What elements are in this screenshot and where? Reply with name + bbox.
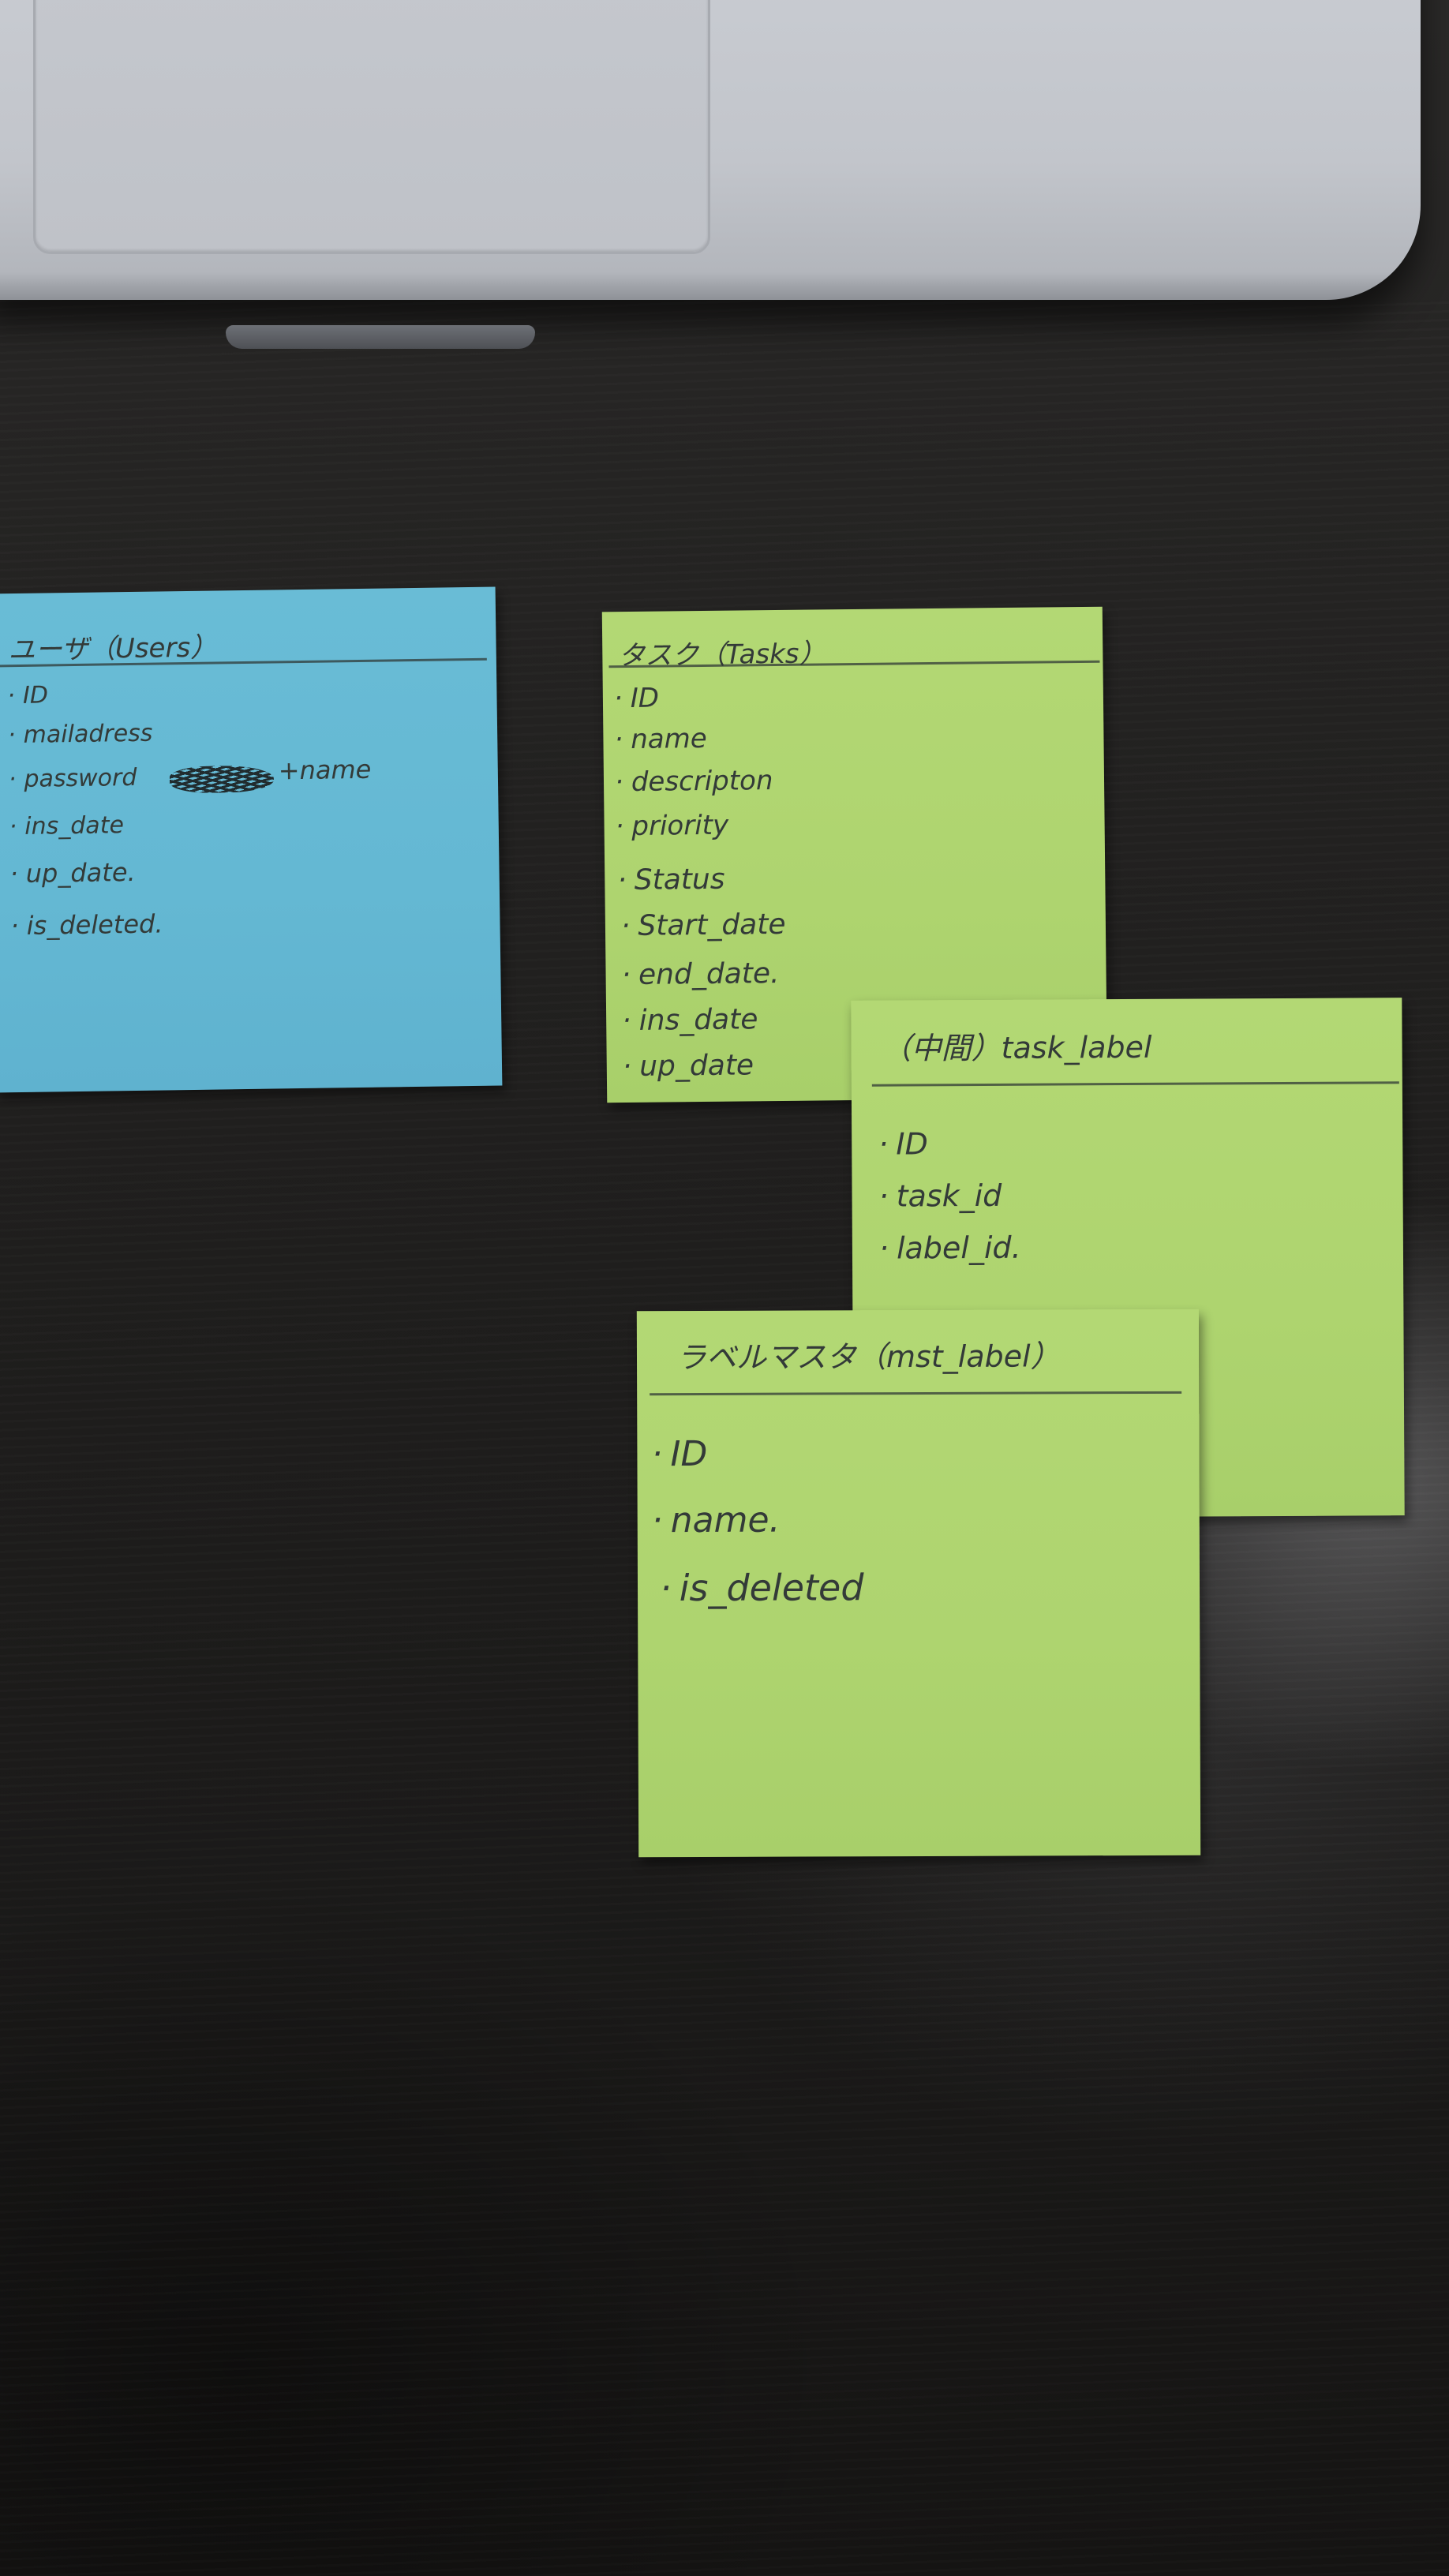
- task-label-field-label-id: ·label_id.: [878, 1230, 1021, 1266]
- users-field-id: ·ID: [7, 681, 49, 710]
- task-label-note-title: （中間）task_label: [881, 1029, 1152, 1066]
- users-field-ins-date: ·ins_date: [9, 811, 125, 841]
- users-scribbled-out-word: [169, 765, 275, 794]
- users-field-is-deleted: ·is_deleted.: [10, 908, 163, 942]
- laptop-lid-notch: [226, 325, 535, 349]
- users-field-mailadress: ·mailadress: [7, 719, 153, 750]
- task-label-note-divider: [871, 1081, 1399, 1087]
- label-master-note-title: ラベルマスタ（mst_label）: [676, 1339, 1061, 1376]
- label-master-field-is-deleted: ·is_deleted: [659, 1566, 864, 1610]
- users-field-password: ·password: [8, 763, 137, 794]
- label-master-sticky-note: ラベルマスタ（mst_label） ·ID ·name. ·is_deleted: [636, 1309, 1201, 1858]
- users-note-title: ユーザ（Users）: [8, 631, 218, 667]
- tasks-field-end-date: ·end_date.: [621, 957, 780, 992]
- label-master-note-divider: [650, 1391, 1182, 1396]
- tasks-field-up-date: ·up_date: [622, 1049, 754, 1084]
- label-master-field-id: ·ID: [651, 1433, 708, 1475]
- laptop-body: [0, 0, 1421, 300]
- laptop-trackpad: [33, 0, 710, 254]
- users-sticky-note: ユーザ（Users） ·ID ·mailadress ·password +na…: [0, 586, 503, 1093]
- tasks-field-id: ·ID: [613, 682, 660, 715]
- tasks-field-start-date: ·Start_date: [620, 908, 786, 943]
- task-label-field-task-id: ·task_id: [878, 1178, 1002, 1214]
- tasks-field-description: ·descripton: [614, 765, 773, 799]
- users-field-up-date: ·up_date.: [9, 856, 136, 889]
- tasks-field-ins-date: ·ins_date: [621, 1003, 758, 1038]
- label-master-field-name: ·name.: [651, 1500, 781, 1541]
- task-label-field-id: ·ID: [878, 1126, 928, 1162]
- tasks-field-name: ·name: [614, 722, 707, 756]
- tasks-field-priority: ·priority: [615, 809, 729, 843]
- tasks-field-status: ·Status: [617, 863, 725, 897]
- users-field-name-added: +name: [278, 754, 372, 786]
